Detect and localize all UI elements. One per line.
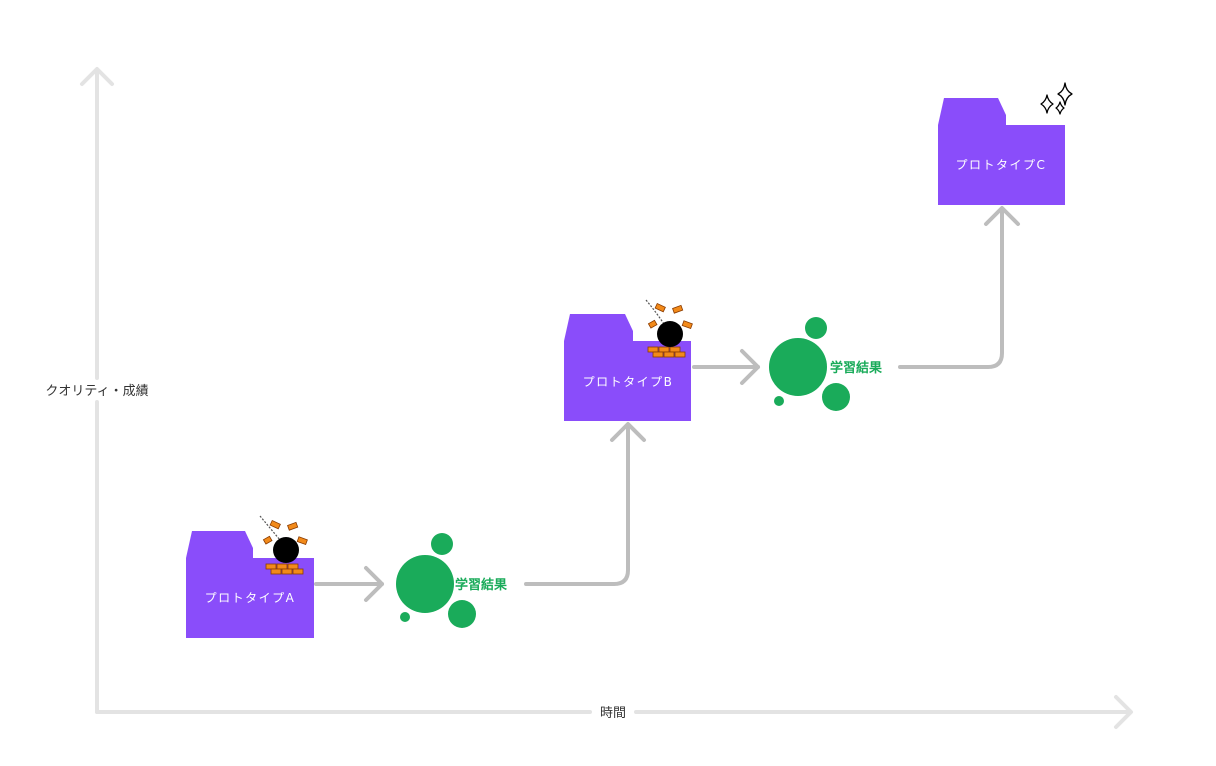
axes: クオリティ・成績 時間: [45, 67, 1133, 729]
learning-result-2: 学習結果: [769, 317, 882, 411]
learning-result-2-label: 学習結果: [830, 360, 882, 376]
sparkle-icon: [1040, 82, 1073, 115]
connector-arrows: [314, 206, 1020, 602]
arrow-learning-1-to-prototype-b: [524, 422, 646, 586]
prototype-c-label: プロトタイプC: [956, 158, 1047, 172]
prototype-b: プロトタイプB: [564, 299, 693, 421]
folder-icon: [938, 98, 1065, 205]
prototype-a: プロトタイプA: [186, 515, 314, 638]
learning-result-1: 学習結果: [396, 533, 507, 628]
x-axis: [95, 695, 1133, 729]
x-axis-label: 時間: [600, 706, 626, 721]
bubble-cluster-icon: [396, 533, 476, 628]
y-axis-label: クオリティ・成績: [45, 384, 148, 399]
prototype-a-label: プロトタイプA: [205, 591, 296, 605]
bubble-cluster-icon: [769, 317, 850, 411]
learning-result-1-label: 学習結果: [455, 577, 507, 593]
wrecking-ball-icon: [645, 299, 693, 358]
wrecking-ball-icon: [259, 515, 308, 575]
prototype-c: プロトタイプC: [938, 82, 1073, 205]
arrow-learning-2-to-prototype-c: [898, 206, 1020, 369]
arrow-prototype-a-to-learning-1: [314, 566, 384, 602]
arrow-prototype-b-to-learning-2: [692, 349, 760, 385]
prototype-b-label: プロトタイプB: [583, 375, 674, 389]
y-axis: [80, 67, 114, 714]
